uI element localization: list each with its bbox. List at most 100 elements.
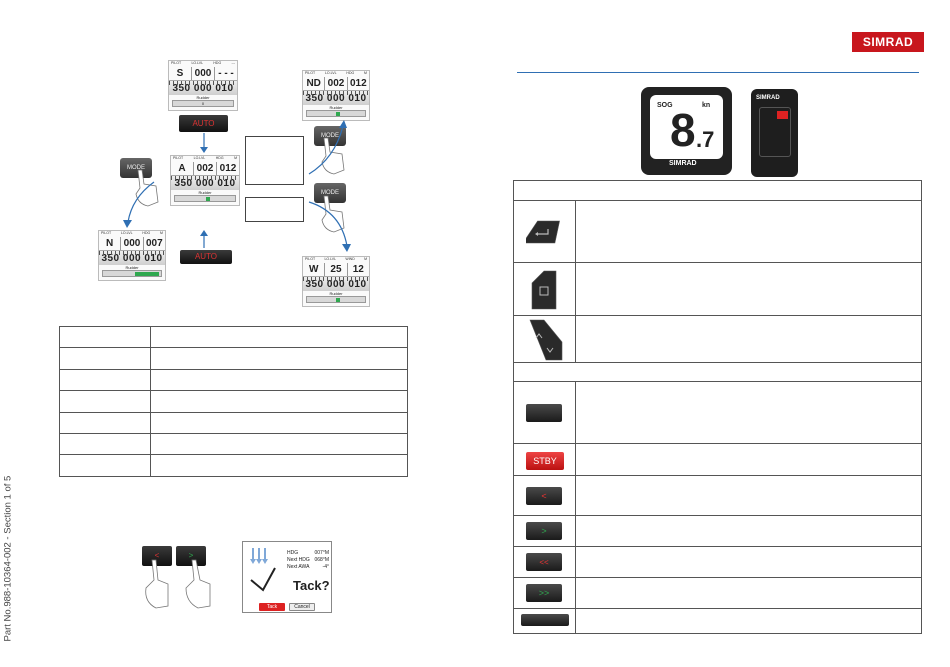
remote-controller: SIMRAD — [751, 89, 798, 177]
rudder-bar: 0 — [172, 100, 234, 107]
display-head: PILOT — [171, 61, 182, 65]
table-section-row — [514, 363, 921, 382]
table-cell — [59, 325, 151, 349]
display-head: WIND — [345, 257, 355, 261]
display-head: HDG — [142, 231, 151, 235]
cancel-button[interactable]: Cancel — [289, 603, 315, 611]
compass-scale: 350 000 010 — [169, 81, 237, 95]
table-row — [514, 263, 921, 316]
table-cell — [59, 432, 151, 456]
auto-label: AUTO — [194, 252, 218, 261]
hand-pointer-icon — [185, 559, 211, 609]
next-awa-row: Next AWA-4° — [287, 564, 329, 570]
part-number-sidebar: Part No.988-10364-002 - Section 1 of 5 — [2, 475, 14, 642]
display-head: PILOT — [305, 71, 316, 75]
table-cell — [59, 368, 151, 392]
rudder-label: Rudder — [329, 291, 343, 296]
display-extra: 012 — [216, 162, 239, 175]
table-row — [59, 368, 408, 392]
callout-box-2 — [245, 197, 304, 222]
rudder-fill — [336, 112, 340, 116]
icon-cell — [514, 382, 576, 443]
table-cell — [59, 411, 151, 434]
display-extra: - - - — [214, 67, 237, 80]
table-cell — [150, 432, 408, 456]
tack-arrows-icon — [250, 548, 276, 592]
table-cell — [150, 390, 408, 413]
display-extra: 007 — [142, 237, 165, 250]
mode-button[interactable]: MODE — [120, 158, 152, 178]
table-row — [514, 609, 921, 634]
callout-box-1 — [245, 136, 304, 185]
icon-cell: > — [514, 516, 576, 546]
hand-pointer-icon — [321, 137, 345, 175]
next-awa-value: -4° — [322, 564, 329, 570]
menu-key-icon — [531, 270, 557, 310]
display-head: --- — [231, 61, 236, 65]
text-cell — [576, 444, 921, 475]
hdg-label: HDG — [287, 550, 299, 556]
rudder-label: Rudder — [196, 95, 210, 100]
stby-label: STBY — [533, 456, 557, 466]
enter-key-icon — [526, 220, 560, 244]
display-head: M — [160, 231, 163, 235]
table-row — [59, 454, 408, 477]
display-heading: 002 — [193, 162, 216, 175]
starboard-double-key: >> — [526, 584, 562, 602]
arrow-curve-left-icon — [123, 181, 155, 228]
icon-cell — [514, 263, 576, 315]
icon-cell — [514, 609, 576, 633]
sog-value-main: 8 — [670, 104, 696, 156]
rudder-label: Rudder — [125, 265, 139, 270]
table-cell — [59, 454, 151, 477]
display-head: HDG — [213, 61, 222, 65]
display-mode: S — [176, 68, 184, 79]
text-cell — [576, 476, 921, 515]
arrow-curve-down-icon — [308, 201, 351, 252]
icon-cell — [514, 201, 576, 262]
tack-button-label: Tack — [266, 604, 278, 610]
auto-button-2[interactable]: AUTO — [180, 250, 232, 264]
icon-cell: STBY — [514, 444, 576, 475]
mode-button-3[interactable]: MODE — [314, 183, 346, 203]
rudder-bar — [306, 296, 366, 303]
text-cell — [576, 201, 921, 262]
table-row — [59, 325, 408, 349]
auto-button[interactable]: AUTO — [179, 115, 228, 132]
display-head: LO.LVL — [324, 71, 337, 75]
compass-scale: 350 000 010 — [303, 277, 369, 291]
button-glyph: > — [188, 551, 194, 560]
table-cell — [150, 411, 408, 434]
hdg-row: HDG 007°M — [287, 550, 329, 556]
table-cell — [150, 325, 408, 349]
sog-label: SOG — [657, 102, 673, 109]
port-arrow-button[interactable]: < — [142, 546, 172, 566]
tack-button[interactable]: Tack — [259, 603, 285, 611]
arrow-up-icon — [200, 230, 208, 248]
compass-scale: 350 000 010 — [99, 251, 165, 265]
up-down-arrow-key-icon — [529, 319, 563, 361]
rudder-fill — [206, 197, 210, 201]
remote-red-key[interactable] — [777, 111, 788, 119]
display-head: M — [364, 71, 367, 75]
table-row: << — [514, 547, 921, 578]
table-row — [59, 390, 408, 413]
display-head: LO.LVL — [324, 257, 337, 261]
hdg-value: 007°M — [314, 550, 329, 556]
rudder-label: Rudder — [303, 105, 369, 110]
display-heading: 002 — [324, 77, 346, 90]
stby-key: STBY — [526, 452, 564, 470]
display-mode: A — [178, 163, 186, 174]
rudder-label: Rudder — [171, 190, 239, 195]
table-row — [59, 432, 408, 456]
table-row: < — [514, 476, 921, 516]
table-row: > — [514, 516, 921, 547]
icon-cell — [514, 316, 576, 362]
starboard-arrow-button[interactable]: > — [176, 546, 206, 566]
blank-key — [526, 404, 562, 422]
